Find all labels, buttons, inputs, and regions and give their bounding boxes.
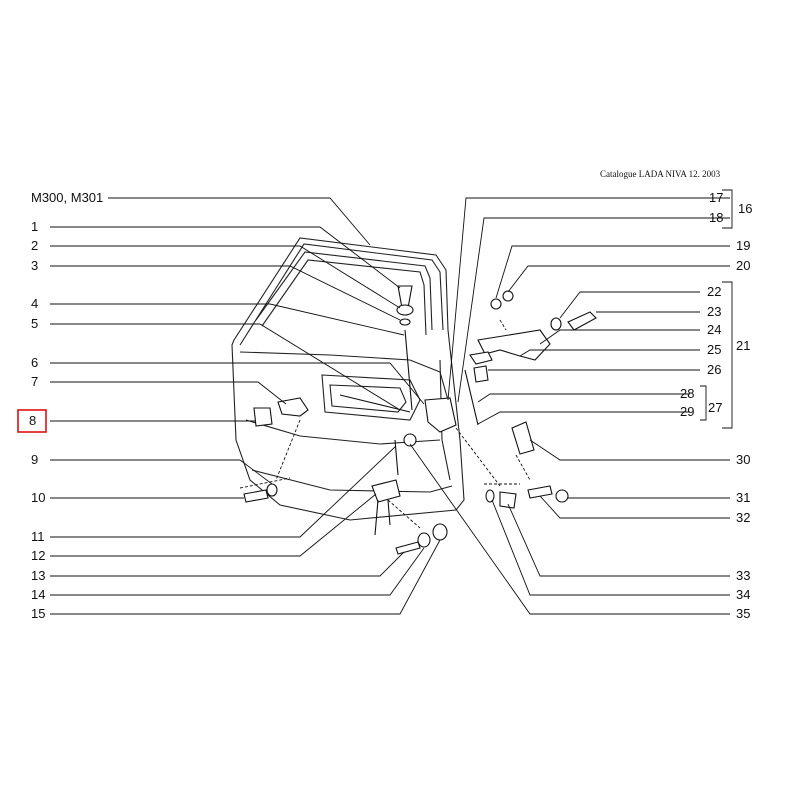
- spring-22: [550, 317, 562, 331]
- callout-31[interactable]: 31: [736, 490, 750, 505]
- callout-2[interactable]: 2: [31, 238, 38, 253]
- variant-label: M300, M301: [31, 190, 103, 205]
- callout-17[interactable]: 17: [709, 190, 723, 205]
- callout-24[interactable]: 24: [707, 322, 721, 337]
- lever: [371, 479, 401, 503]
- catalog-header: Catalogue LADA NIVA 12. 2003: [600, 169, 721, 179]
- callout-26[interactable]: 26: [707, 362, 721, 377]
- bolt-32: [527, 485, 553, 499]
- screw-10: [243, 489, 269, 503]
- callout-11[interactable]: 11: [31, 529, 45, 544]
- screw-33: [499, 491, 517, 509]
- nut-31: [555, 489, 569, 503]
- washer-9: [266, 483, 278, 497]
- callout-29[interactable]: 29: [680, 404, 694, 419]
- callout-6[interactable]: 6: [31, 355, 38, 370]
- lock-rod: [404, 329, 413, 411]
- callout-10[interactable]: 10: [31, 490, 45, 505]
- callout-20[interactable]: 20: [736, 258, 750, 273]
- callout-15[interactable]: 15: [31, 606, 45, 621]
- callout-28[interactable]: 28: [680, 386, 694, 401]
- callout-7[interactable]: 7: [31, 374, 38, 389]
- lock-cylinder-23: [567, 311, 597, 331]
- handle-lever-25: [469, 351, 493, 365]
- callout-9[interactable]: 9: [31, 452, 38, 467]
- callout-14[interactable]: 14: [31, 587, 45, 602]
- callout-30[interactable]: 30: [736, 452, 750, 467]
- callout-22[interactable]: 22: [707, 284, 721, 299]
- left-callouts: M300, M301 1 2 3 4 5 6 7 8 9 10 11 12 13…: [17, 190, 103, 621]
- handle-gasket-26: [473, 365, 489, 383]
- leader-lines: [50, 197, 730, 615]
- callout-23[interactable]: 23: [707, 304, 721, 319]
- callout-4[interactable]: 4: [31, 296, 38, 311]
- callout-18[interactable]: 18: [709, 210, 723, 225]
- lever-rod: [394, 439, 399, 476]
- parts: [243, 285, 597, 555]
- group-27[interactable]: 27: [708, 400, 722, 415]
- callout-34[interactable]: 34: [736, 587, 750, 602]
- callout-12[interactable]: 12: [31, 548, 45, 563]
- callout-25[interactable]: 25: [707, 342, 721, 357]
- callout-5[interactable]: 5: [31, 316, 38, 331]
- handle-escutcheon: [253, 407, 273, 427]
- callout-32[interactable]: 32: [736, 510, 750, 525]
- callout-19[interactable]: 19: [736, 238, 750, 253]
- assembly-lines: [239, 319, 531, 529]
- callout-35[interactable]: 35: [736, 606, 750, 621]
- striker-30: [511, 421, 535, 455]
- lever-wire-2: [387, 499, 391, 526]
- screw-13: [395, 541, 421, 555]
- right-callouts: 17 18 19 20 22 23 24 25 26 28 29 30 31 3…: [680, 190, 752, 621]
- inner-handle: [277, 397, 309, 417]
- door-panel: [231, 237, 465, 521]
- lock-screw: [403, 433, 417, 447]
- callout-8[interactable]: 8: [29, 413, 36, 428]
- highlight-box: [17, 409, 47, 433]
- callout-33[interactable]: 33: [736, 568, 750, 583]
- nut-19: [490, 298, 502, 310]
- lever-wire: [374, 499, 379, 536]
- knob-bushing: [396, 304, 414, 316]
- washer-34: [485, 489, 495, 503]
- group-21[interactable]: 21: [736, 338, 750, 353]
- callout-13[interactable]: 13: [31, 568, 45, 583]
- group-16[interactable]: 16: [738, 201, 752, 216]
- knob-washer: [399, 318, 411, 326]
- bushing-14: [417, 532, 431, 548]
- door-lock: [424, 397, 457, 433]
- callout-3[interactable]: 3: [31, 258, 38, 273]
- rod-28: [464, 369, 479, 426]
- bushing-15: [432, 523, 448, 541]
- nut-20: [502, 290, 514, 302]
- callout-1[interactable]: 1: [31, 219, 38, 234]
- group-brackets: [700, 189, 733, 429]
